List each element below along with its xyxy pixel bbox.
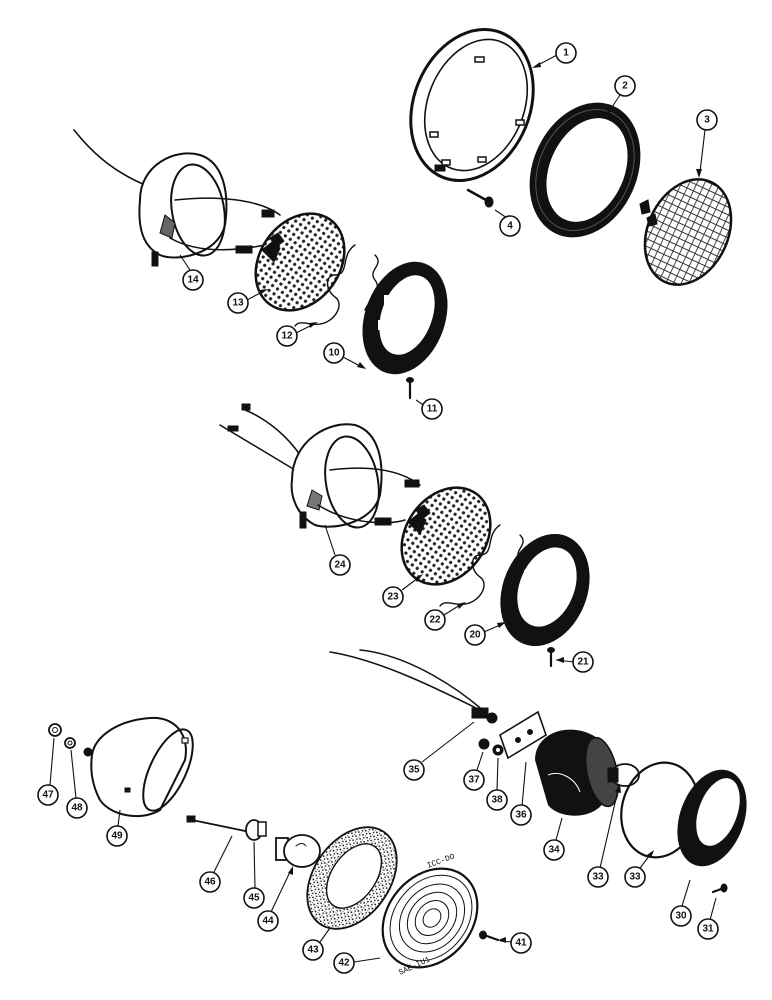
- lamp-body-part-34: [535, 729, 620, 816]
- callout-34: 34: [543, 817, 565, 861]
- callout-label-3: 3: [704, 115, 710, 126]
- lens-part-42: ICC-DO SAE-IU1: [381, 852, 479, 978]
- callout-33b: 33: [624, 850, 654, 888]
- callout-label-30: 31: [702, 924, 714, 935]
- callout-33a: 33: [587, 784, 621, 888]
- callout-49: 49: [106, 809, 128, 847]
- callout-label-38: 38: [491, 795, 503, 806]
- lens-ring-part-31: [677, 769, 747, 867]
- callout-label-48: 48: [71, 803, 83, 814]
- callout-layer: 1 2 3 4 14 13 12: [37, 42, 719, 974]
- callout-label-20: 20: [469, 630, 481, 641]
- callout-label-12: 12: [281, 331, 293, 342]
- callout-label-23: 23: [387, 592, 399, 603]
- callout-43: 43: [302, 927, 331, 961]
- callout-3: 3: [696, 109, 718, 178]
- socket-part-45: [245, 819, 267, 841]
- callout-38: 38: [486, 757, 508, 811]
- lamp-housing-part-24: [219, 403, 421, 529]
- callout-label-41: 41: [515, 938, 527, 949]
- retaining-ring-part-20: [500, 533, 590, 647]
- callout-label-42: 42: [338, 958, 350, 969]
- callout-label-1: 1: [563, 48, 569, 59]
- bracket-part-36: [499, 710, 547, 760]
- callout-label-24: 24: [334, 560, 346, 571]
- callout-label-45: 45: [248, 893, 260, 904]
- gasket-part-2: [529, 102, 641, 238]
- gasket-part-43: [306, 826, 398, 930]
- callout-14: 14: [179, 254, 204, 291]
- callout-30: 31: [697, 897, 719, 940]
- screw-part-41: [479, 930, 500, 942]
- callout-21: 21: [555, 651, 594, 673]
- callout-label-49: 49: [111, 831, 123, 842]
- screw-part-21: [547, 647, 555, 668]
- callout-47: 47: [37, 737, 59, 806]
- washer-part-48: [64, 737, 76, 749]
- callout-35: 35: [403, 721, 475, 781]
- callout-label-22: 22: [429, 615, 441, 626]
- callout-label-33a: 33: [592, 872, 604, 883]
- callout-label-10: 10: [328, 348, 340, 359]
- callout-24: 24: [324, 524, 351, 576]
- nut-part-38: [492, 744, 504, 756]
- callout-20: 20: [464, 622, 506, 646]
- nut-part-47: [48, 723, 62, 737]
- callout-23: 23: [382, 574, 423, 608]
- lamp-housing-part-14: [73, 129, 281, 267]
- wire-harness-part-35: [329, 649, 498, 724]
- bulb-part-44: [275, 834, 321, 868]
- callout-13: 13: [227, 289, 268, 314]
- callout-label-33b: 33: [629, 872, 641, 883]
- callout-label-4: 4: [507, 221, 513, 232]
- callout-label-36: 36: [515, 810, 527, 821]
- callout-label-14: 14: [187, 275, 199, 286]
- lamp-housing-part-49: [83, 716, 194, 818]
- callout-label-34: 34: [548, 845, 560, 856]
- screw-part-4: [466, 188, 494, 208]
- callout-4: 4: [494, 209, 521, 237]
- callout-37: 37: [463, 751, 485, 791]
- mounting-ring-part-1: [409, 27, 535, 183]
- callout-36: 36: [510, 761, 532, 826]
- callout-label-2: 2: [622, 81, 628, 92]
- callout-41: 41: [498, 932, 532, 954]
- washer-part-37: [478, 738, 490, 750]
- callout-label-44: 44: [262, 916, 274, 927]
- callout-label-11: 11: [427, 404, 438, 415]
- screw-part-30: [711, 883, 728, 894]
- screw-part-11: [406, 377, 414, 400]
- callout-22: 22: [424, 602, 466, 631]
- callout-label-13: 13: [232, 298, 244, 309]
- callout-label-21: 21: [577, 657, 589, 668]
- callout-42: 42: [333, 952, 381, 974]
- callout-label-43: 43: [307, 945, 319, 956]
- callout-1: 1: [532, 42, 577, 68]
- callout-12: 12: [276, 322, 318, 347]
- callout-label-31: 30: [675, 911, 687, 922]
- callout-44: 44: [257, 866, 293, 932]
- lens-assembly-part-13: [254, 212, 346, 312]
- retaining-ring-part-10: [362, 261, 448, 375]
- callout-label-47: 47: [42, 790, 54, 801]
- callout-11: 11: [415, 398, 443, 420]
- callout-2: 2: [607, 75, 636, 115]
- callout-46: 46: [199, 835, 233, 893]
- callout-label-35: 35: [408, 765, 420, 776]
- callout-10: 10: [323, 342, 366, 369]
- wire-part-46: [186, 815, 251, 833]
- callout-48: 48: [66, 749, 88, 819]
- callout-45: 45: [243, 841, 265, 909]
- lens-assembly-part-23: [400, 486, 492, 586]
- sealed-beam-lamp-part-3: [639, 178, 733, 286]
- callout-label-37: 37: [468, 775, 480, 786]
- callout-label-46: 46: [204, 877, 216, 888]
- callout-31: 30: [670, 879, 692, 927]
